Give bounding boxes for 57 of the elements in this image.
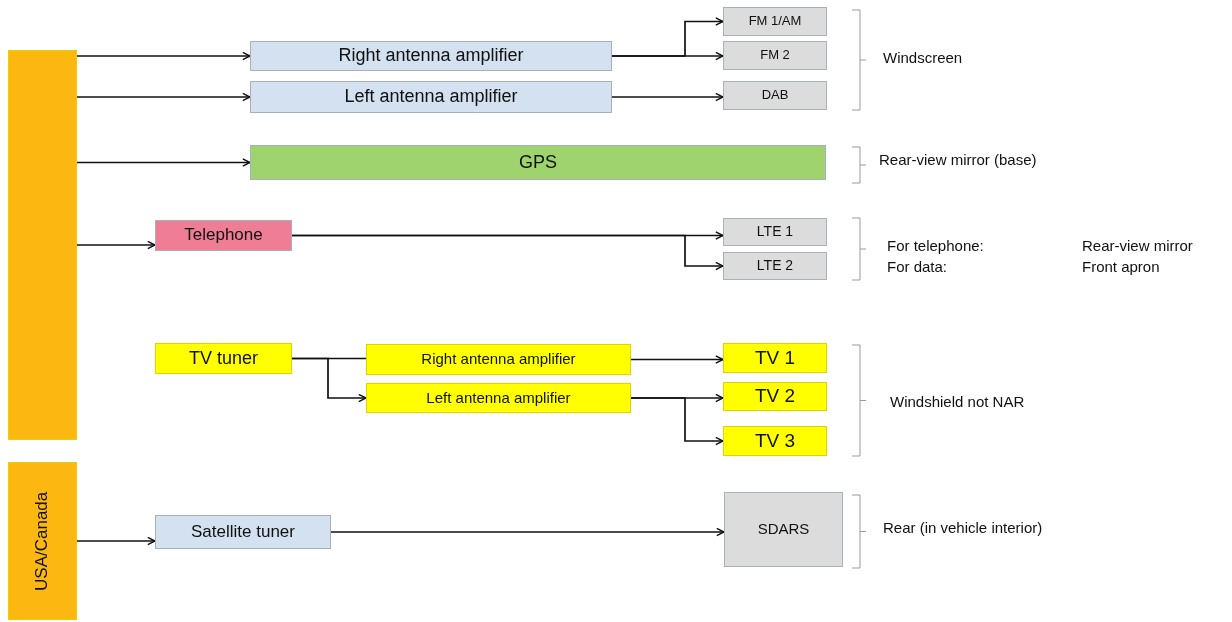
annotation-text: Rear-view mirror (1082, 237, 1193, 254)
component-box (723, 7, 827, 36)
box-label: USA/Canada (33, 491, 52, 591)
arrow (76, 92, 251, 102)
box-label: Left antenna amplifier (426, 389, 571, 407)
box-label: SDARS (757, 521, 810, 538)
component-box (250, 145, 826, 180)
component-box (8, 462, 77, 620)
annotation-text: Front apron (1082, 258, 1160, 275)
arrow (330, 527, 725, 537)
annotation-text: Rear (in vehicle interior) (883, 519, 1043, 536)
annotation-text: Rear-view mirror (base) (879, 151, 1037, 168)
arrow (611, 92, 724, 102)
box-label: LTE 1 (756, 224, 794, 240)
box-label: TV tuner (189, 348, 258, 369)
arrow (76, 158, 251, 167)
arrow (291, 357, 367, 403)
annotation-text: Windshield not NAR (890, 393, 1025, 410)
arrow (76, 51, 251, 61)
component-box (250, 81, 612, 113)
box-label: GPS (519, 152, 557, 173)
component-box (250, 41, 612, 71)
box-label: LTE 2 (756, 258, 794, 274)
arrow (630, 355, 724, 364)
component-box (723, 382, 827, 411)
component-box (155, 515, 331, 549)
component-box (723, 252, 827, 280)
component-box (723, 218, 827, 246)
component-box (155, 220, 292, 251)
box-label: Telephone (184, 226, 263, 245)
annotation-text: For telephone: (887, 237, 984, 254)
arrow (76, 536, 156, 546)
box-label: TV 1 (754, 347, 796, 369)
arrow (76, 240, 156, 250)
arrow (611, 51, 724, 61)
box-label: TV 3 (754, 430, 796, 452)
annotation-text: For data: (887, 258, 948, 275)
arrow (291, 234, 724, 271)
box-label: Satellite tuner (191, 522, 295, 542)
component-box (724, 492, 843, 567)
component-box (366, 344, 631, 375)
arrow (630, 397, 724, 446)
component-box (155, 343, 292, 374)
box-label: Right antenna amplifier (338, 46, 524, 66)
box-label: DAB (761, 88, 789, 103)
component-box (723, 41, 827, 70)
box-label: TV 2 (754, 386, 796, 407)
component-box (723, 81, 827, 110)
box-label: FM 1/AM (748, 14, 802, 29)
component-box (723, 426, 827, 456)
annotation-text: Windscreen (883, 49, 963, 66)
unit-bar (8, 50, 77, 440)
box-label: Right antenna amplifier (421, 351, 576, 368)
component-box (366, 383, 631, 413)
box-label: Left antenna amplifier (344, 87, 518, 107)
box-label: FM 2 (760, 48, 790, 63)
component-box (723, 343, 827, 373)
